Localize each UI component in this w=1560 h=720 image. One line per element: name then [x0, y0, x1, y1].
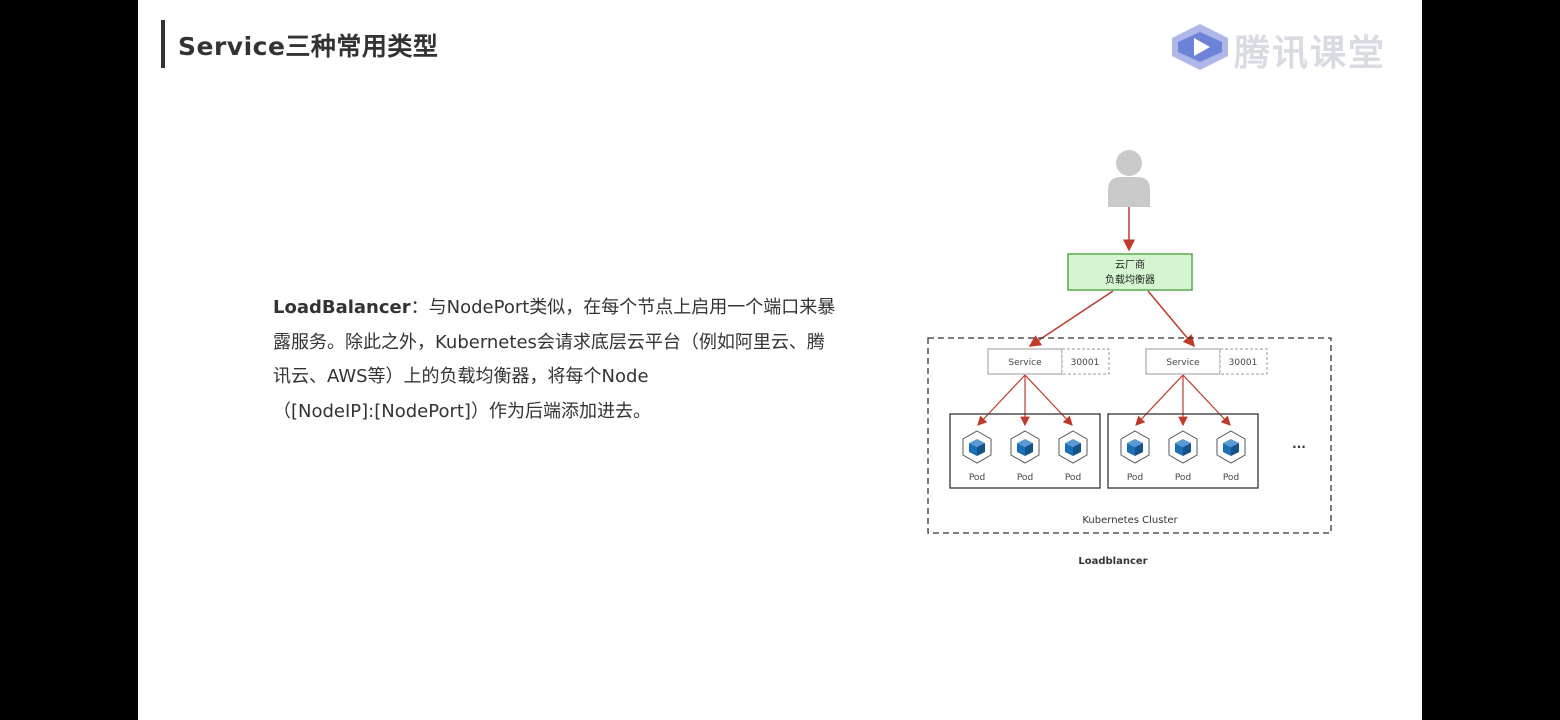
service-label-2: Service [1166, 358, 1200, 368]
pod-cube-icon [1058, 430, 1088, 464]
pod-cube-icon [1120, 430, 1150, 464]
service1-to-pod3-arrow [1024, 374, 1073, 426]
description-line-1: ：与NodePort类似，在每个节点上启用一个端口来暴 [410, 297, 836, 318]
description-text: LoadBalancer：与NodePort类似，在每个节点上启用一个端口来暴 … [273, 291, 863, 429]
description-line-4: （[NodeIP]:[NodePort]）作为后端添加进去。 [273, 400, 651, 422]
lb-to-service2-arrow [1147, 290, 1195, 348]
pod-label: Pod [1175, 473, 1191, 483]
service2-to-pod1-arrow [1135, 374, 1184, 426]
pod-label: Pod [1223, 473, 1239, 483]
pod-cube-icon [1168, 430, 1198, 464]
service-box-1 [987, 348, 1063, 375]
diagram-caption: Loadblancer [1078, 556, 1147, 567]
description-line-2: 露服务。除此之外，Kubernetes会请求底层云平台（例如阿里云、腾 [273, 331, 825, 353]
user-icon [1108, 150, 1150, 207]
more-nodes-ellipsis: ... [1292, 437, 1306, 451]
pod-cube-icon [1216, 430, 1246, 464]
lb-to-service1-arrow [1028, 290, 1114, 347]
service-label-1: Service [1008, 358, 1042, 368]
cloud-load-balancer-box [1067, 253, 1193, 291]
pod-label: Pod [969, 473, 985, 483]
kubernetes-cluster-border [927, 337, 1332, 534]
lb-label-line1: 云厂商 [1115, 258, 1145, 271]
pod-cube-icon [962, 430, 992, 464]
service1-to-pod1-arrow [977, 374, 1026, 426]
cluster-label: Kubernetes Cluster [1082, 515, 1178, 526]
port-box-1 [1061, 348, 1110, 375]
port-box-2 [1219, 348, 1268, 375]
pod-label: Pod [1127, 473, 1143, 483]
description-lead: LoadBalancer [273, 297, 411, 318]
slide: Service三种常用类型 腾讯课堂 LoadBalancer：与NodePor… [138, 0, 1422, 720]
tencent-classroom-logo: 腾讯课堂 [1170, 22, 1390, 74]
node-box-2 [1107, 413, 1259, 489]
node-box-1 [949, 413, 1101, 489]
pod-label: Pod [1017, 473, 1033, 483]
service-box-2 [1145, 348, 1221, 375]
logo-text: 腾讯课堂 [1234, 33, 1387, 74]
pod-label: Pod [1065, 473, 1081, 483]
description-line-3: 讯云、AWS等）上的负载均衡器，将每个Node [273, 366, 649, 387]
lb-label-line2: 负载均衡器 [1105, 273, 1155, 286]
port-label-1: 30001 [1071, 358, 1100, 368]
title-accent-bar [161, 20, 165, 68]
tencent-classroom-logo-icon [1172, 24, 1228, 70]
slide-title: Service三种常用类型 [178, 32, 439, 61]
pod-cube-icon [1010, 430, 1040, 464]
port-label-2: 30001 [1229, 358, 1258, 368]
service2-to-pod3-arrow [1182, 374, 1231, 426]
